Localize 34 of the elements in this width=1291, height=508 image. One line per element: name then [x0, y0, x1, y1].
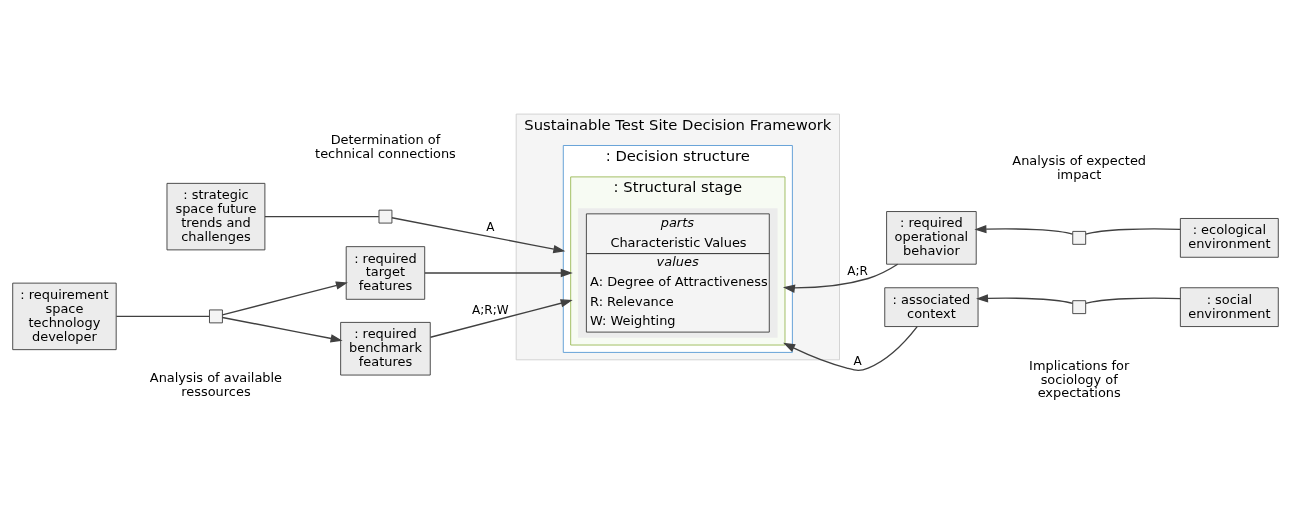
node-box: : associated context: [884, 286, 979, 327]
connector: [1085, 296, 1181, 304]
arrow: [429, 298, 573, 338]
node-label: Analysis of expected impact: [1012, 152, 1147, 182]
arrow: [782, 263, 899, 293]
node-label: Determination of technical connections: [315, 131, 456, 161]
edge-label: A: [486, 219, 495, 234]
connector: [264, 215, 380, 217]
node-box: [1072, 299, 1087, 314]
node-box: [378, 209, 393, 224]
node-box: : required benchmark features: [340, 321, 431, 375]
node-box: : ecological environment: [1179, 217, 1279, 258]
node-label: Implications for sociology of expectations: [1029, 357, 1130, 400]
arrow: [783, 325, 918, 371]
node-box: parts Characteristic Values values A: Degree of Attractiveness R: Relevance W: Weighting: [578, 207, 778, 338]
arrow: [221, 280, 348, 316]
edge-label: A;R;W: [472, 302, 509, 317]
node-box: : strategic space future trends and challenges: [166, 182, 266, 250]
edge-label: A;R: [847, 263, 868, 278]
connector: [115, 315, 210, 317]
node-box: [209, 308, 223, 323]
arrow: [391, 216, 566, 253]
arrow: [221, 316, 343, 342]
node-box: : required target features: [345, 245, 426, 300]
arrow: [424, 268, 573, 277]
node-box: : requirement space technology developer: [12, 282, 117, 350]
node-box: : social environment: [1179, 286, 1279, 327]
node-box: [1072, 230, 1087, 245]
node-box: : required operational behavior: [886, 210, 977, 265]
connector: [1085, 227, 1181, 235]
arrow: [976, 293, 1074, 304]
node-label: Analysis of available ressources: [149, 369, 283, 399]
arrow: [974, 224, 1074, 235]
edge-label: A: [853, 353, 862, 368]
